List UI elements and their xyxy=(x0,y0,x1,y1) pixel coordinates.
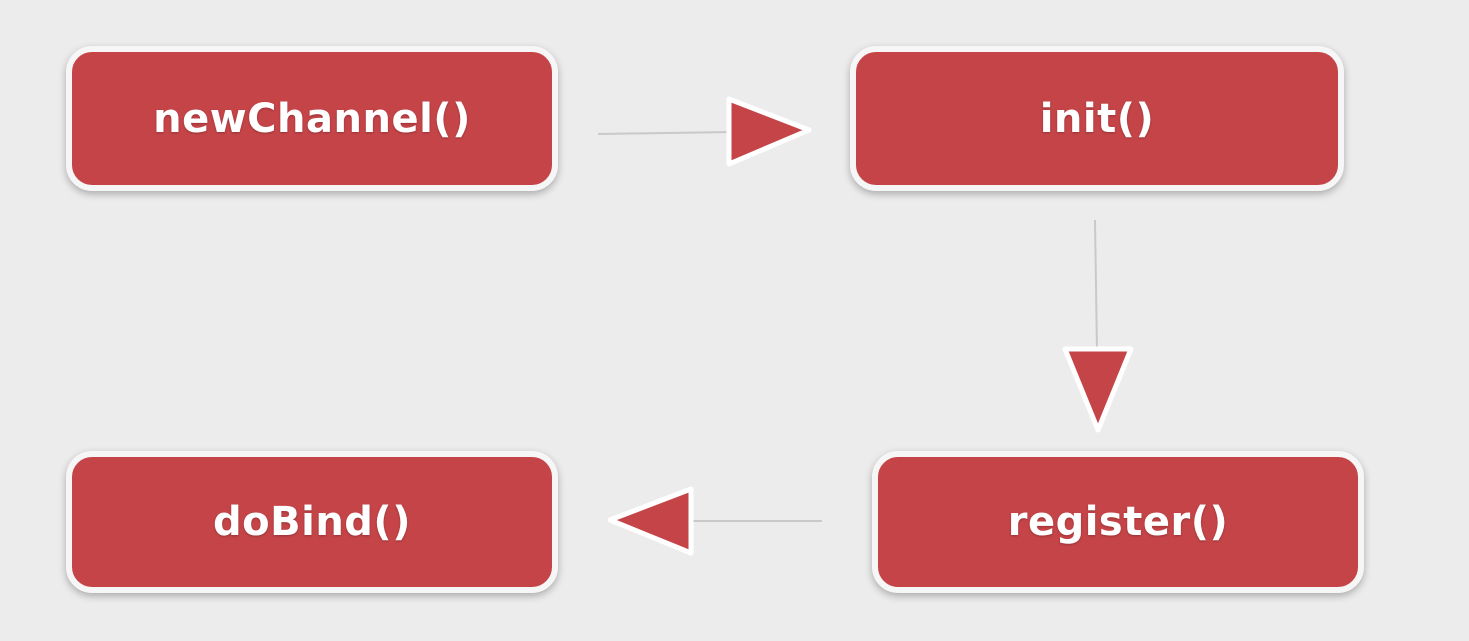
edge-line xyxy=(597,131,733,135)
node-new-channel: newChannel() xyxy=(66,46,558,191)
edge-line xyxy=(1094,219,1098,353)
node-label: newChannel() xyxy=(153,95,471,142)
arrowhead-left-icon xyxy=(607,486,694,556)
node-do-bind: doBind() xyxy=(66,451,558,593)
node-label: register() xyxy=(1007,499,1229,545)
node-label: doBind() xyxy=(213,499,411,545)
arrowhead-down-icon xyxy=(1062,346,1134,433)
node-label: init() xyxy=(1039,95,1155,142)
edge-newchannel-to-init xyxy=(597,96,812,167)
node-init: init() xyxy=(850,46,1344,191)
edge-init-to-register xyxy=(1062,219,1134,433)
node-register: register() xyxy=(872,451,1364,593)
arrowhead-right-icon xyxy=(726,96,812,167)
edge-register-to-dobind xyxy=(607,486,822,556)
